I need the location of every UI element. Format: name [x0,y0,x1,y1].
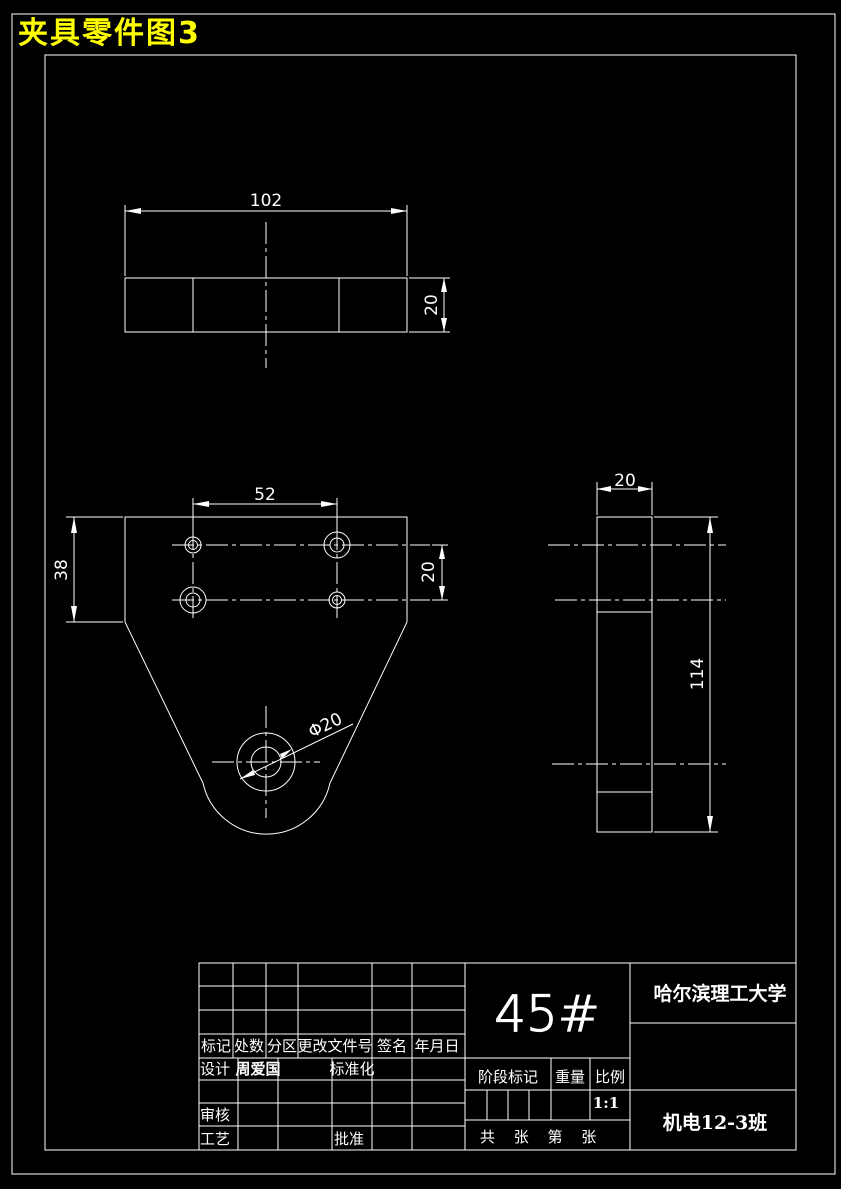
hole-top-left [184,536,202,554]
designer-name: 周爱国 [235,1060,280,1078]
hdr-date: 年月日 [414,1037,459,1055]
dim-top-height: 20 [422,294,442,316]
dim-front-height: 38 [52,559,72,581]
top-view: 102 20 [124,191,450,368]
review-label: 审核 [200,1106,230,1124]
front-view: Φ20 52 38 20 [52,485,448,835]
process-label: 工艺 [200,1130,230,1148]
hole-bottom-right [328,591,346,609]
hdr-zone: 分区 [267,1037,297,1055]
hole-top-right [323,531,351,559]
design-label: 设计 [200,1060,230,1078]
sheet-title: 夹具零件图3 [18,16,201,51]
dim-side-height: 114 [688,658,708,690]
hdr-mark: 标记 [201,1037,231,1055]
sheets-label: 共 张 第 张 [480,1128,596,1146]
approve-label: 批准 [334,1130,364,1148]
hole-big [212,706,320,818]
dim-hole-spacing-y: 20 [419,561,439,583]
standardize-label: 标准化 [329,1060,374,1078]
side-view: 20 114 [548,471,726,833]
scale-value: 1:1 [593,1094,619,1112]
outer-border [11,13,836,1175]
title-block: 45# 哈尔滨理工大学 机电12-3班 标记 处数 分区 更改文件号 签名 年月… [198,962,797,1151]
school-name: 哈尔滨理工大学 [653,982,786,1005]
material-label: 45# [494,985,600,1043]
class-name: 机电12-3班 [663,1111,768,1134]
dim-top-width: 102 [250,191,282,211]
hdr-change-doc: 更改文件号 [297,1037,372,1055]
stage-mark-label: 阶段标记 [478,1068,538,1086]
dim-hole-spacing-x: 52 [254,485,276,505]
dim-side-width: 20 [614,471,636,491]
hole-bottom-left [179,586,207,614]
scale-label: 比例 [595,1068,625,1086]
hdr-sign: 签名 [377,1037,407,1055]
weight-label: 重量 [555,1068,585,1086]
hdr-count: 处数 [234,1037,264,1055]
